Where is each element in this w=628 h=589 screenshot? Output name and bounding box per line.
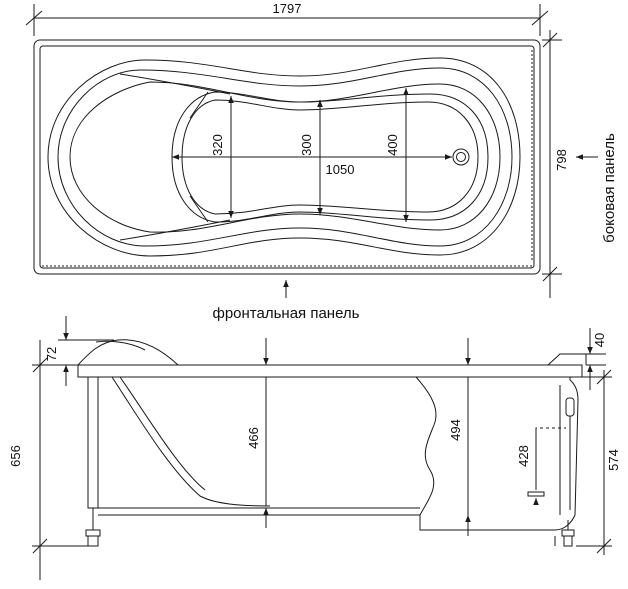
- left-frame-leg: [87, 377, 99, 509]
- rim-right-raise: [547, 353, 587, 366]
- width-left-label: 320: [210, 134, 225, 156]
- width-right-label: 400: [385, 134, 400, 156]
- bowl-slope-inner: [119, 376, 206, 491]
- bowl-ledge-contour: [69, 81, 501, 233]
- overall-width-dimension: [542, 30, 562, 298]
- tub-top-inner-outline: [39, 45, 535, 269]
- drain-inner-circle: [456, 152, 466, 162]
- overall-length-dimension: [25, 4, 549, 36]
- left-foot-pad: [87, 535, 99, 547]
- cutaway-break-line: [415, 376, 437, 516]
- front-panel-label: фронтальная панель: [213, 305, 360, 322]
- inner-length-label: 1050: [326, 162, 355, 177]
- side-panel-label: боковая панель: [601, 133, 618, 243]
- rim-right-label: 40: [592, 333, 607, 347]
- total-height-dimension: [32, 340, 88, 580]
- front-panel-right: [419, 377, 579, 531]
- overall-width-label: 798: [554, 149, 569, 171]
- bowl-floor-contour: [181, 99, 479, 215]
- armrest-curve-top: [119, 73, 231, 95]
- top-view: 1797 1050 320 300 400: [25, 1, 618, 322]
- rim-left-dimension: [58, 316, 114, 386]
- width-middle-label: 300: [299, 134, 314, 156]
- front-height-label: 574: [606, 449, 621, 471]
- overall-length-label: 1797: [273, 1, 302, 16]
- side-view: 72 656 466 494 428 40: [8, 316, 621, 580]
- right-foot: [561, 529, 575, 537]
- backrest-line-bottom: [189, 195, 209, 223]
- right-foot-pad: [563, 535, 573, 547]
- tub-top-outline: [33, 39, 541, 275]
- front-height-dimension: [576, 369, 612, 555]
- armrest-curve-bottom: [119, 219, 231, 241]
- drain-fitting: [527, 491, 545, 497]
- drain-outer-circle: [452, 148, 470, 166]
- headrest-profile: [77, 339, 179, 366]
- bowl-slope-profile: [111, 376, 271, 507]
- bowl-outer-contour: [47, 57, 521, 257]
- drain-dashed-line: [535, 427, 566, 490]
- bowl-rim-contour: [57, 67, 513, 247]
- backrest-line-top: [189, 91, 209, 119]
- rim-left-label: 72: [44, 347, 59, 361]
- left-foot: [85, 529, 101, 537]
- depth-left-label: 466: [246, 427, 261, 449]
- bowl-inner-contour: [171, 91, 489, 223]
- overflow-fitting: [565, 397, 575, 417]
- depth-right-label: 494: [448, 419, 463, 441]
- total-height-label: 656: [8, 445, 23, 467]
- drain-height-label: 428: [516, 445, 531, 467]
- headrest-inner-line: [95, 340, 146, 351]
- tub-rim: [77, 364, 583, 378]
